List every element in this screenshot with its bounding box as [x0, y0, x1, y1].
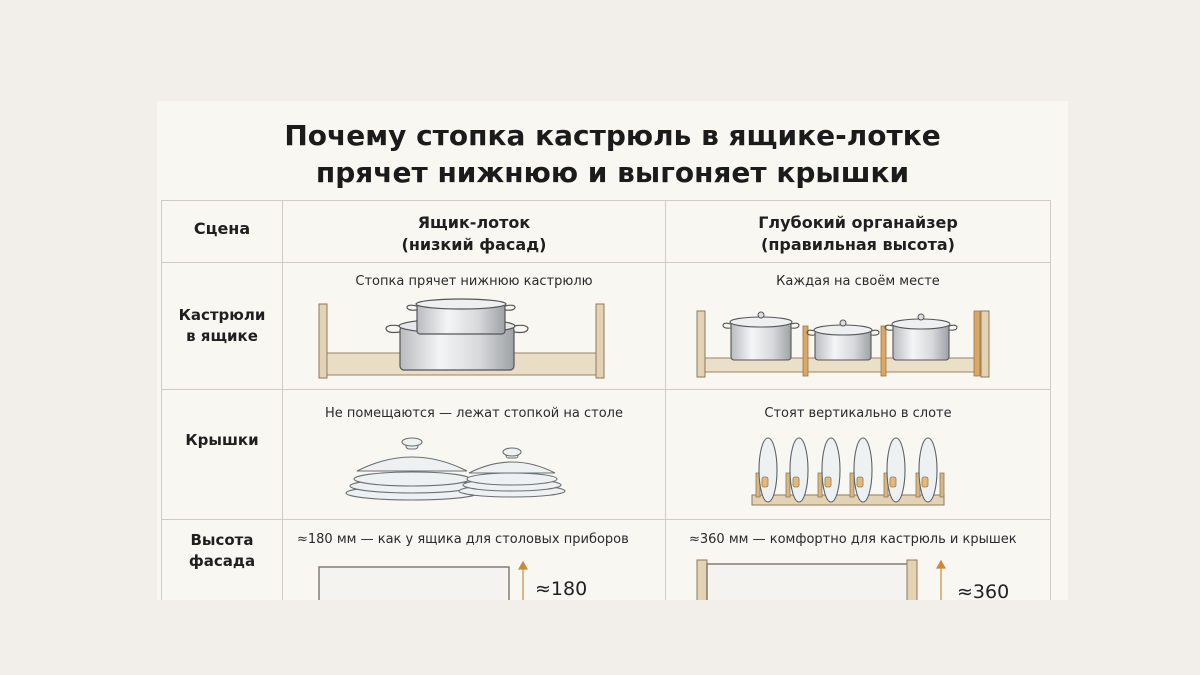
organizer-height-dimension: ≈360: [957, 581, 1010, 600]
organizer-divider-1: [802, 325, 809, 377]
row1-bottom-border: [161, 389, 1051, 390]
large-lid-stack-icon: [345, 437, 479, 501]
diagram-title: Почему стопка кастрюль в ящике-лотке пря…: [157, 117, 1068, 191]
header-col1: Ящик-лоток (низкий фасад): [283, 212, 665, 256]
organizer-divider-3: [973, 310, 981, 377]
caption-lids-organizer: Стоят вертикально в слоте: [764, 406, 952, 421]
tray-height-dimension: ≈180: [535, 578, 588, 600]
header-col2-line2: (правильная высота): [761, 235, 955, 254]
tray-front-panel: [318, 566, 510, 600]
organizer-pot-1-icon: [722, 311, 800, 361]
header-col2-line1: Глубокий органайзер: [758, 213, 958, 232]
row2-bottom-border: [161, 519, 1051, 520]
lid-knob-icons: [761, 476, 929, 488]
column-divider-1: [282, 200, 283, 600]
diagram-card: Почему стопка кастрюль в ящике-лотке пря…: [157, 101, 1068, 600]
organizer-pots-illustration: [696, 310, 990, 378]
title-line-2: прячет нижнюю и выгоняет крышки: [315, 156, 910, 189]
row-label-pots-line2: в ящике: [186, 327, 258, 345]
caption-pots-organizer: Каждая на своём месте: [776, 274, 940, 289]
header-col2: Глубокий органайзер (правильная высота): [666, 212, 1050, 256]
top-pot-icon: [406, 298, 516, 335]
table-top-border: [161, 200, 1051, 201]
row-label-pots-line1: Кастрюли: [178, 306, 266, 324]
organizer-divider-2: [880, 325, 887, 377]
lid-rack-slot-icons: [755, 472, 945, 498]
row-label-front-height: Высота фасада: [162, 530, 282, 572]
row-label-lids: Крышки: [162, 430, 282, 451]
caption-pots-tray: Стопка прячет нижнюю кастрюлю: [355, 274, 593, 289]
vertical-lids-illustration: [751, 437, 945, 506]
organizer-left-post: [696, 559, 708, 600]
row-label-height-line2: фасада: [188, 552, 256, 570]
tray-height-illustration: [318, 560, 529, 600]
tray-right-wall: [595, 303, 605, 379]
small-lid-stack-icon: [458, 447, 566, 498]
header-bottom-border: [161, 262, 1051, 263]
row-label-height-line1: Высота: [190, 531, 254, 549]
organizer-height-illustration: [696, 559, 947, 600]
stacked-lids-illustration: [345, 437, 566, 501]
title-line-1: Почему стопка кастрюль в ящике-лотке: [284, 119, 941, 152]
lid-rack-base: [751, 494, 945, 506]
organizer-right-wall: [980, 310, 990, 378]
organizer-pot-2-icon: [806, 319, 880, 361]
caption-lids-tray: Не помещаются — лежат стопкой на столе: [325, 406, 623, 421]
row-label-pots: Кастрюли в ящике: [162, 305, 282, 347]
header-col1-line2: (низкий фасад): [401, 235, 547, 254]
row-label-lids-line1: Крышки: [185, 431, 259, 449]
organizer-height-arrow-icon: [935, 559, 947, 600]
organizer-left-wall: [696, 310, 706, 378]
organizer-right-post: [906, 559, 918, 600]
caption-height-organizer: ≈360 мм — комфортно для кастрюль и крыше…: [689, 532, 1017, 547]
caption-height-tray: ≈180 мм — как у ящика для столовых прибо…: [297, 532, 629, 547]
table-left-border: [161, 200, 162, 600]
tray-left-wall: [318, 303, 328, 379]
header-scene: Сцена: [162, 218, 282, 240]
tray-stacked-pots-illustration: [318, 298, 605, 379]
tray-height-arrow-icon: [517, 560, 529, 600]
organizer-front-panel: [706, 563, 912, 600]
header-scene-label: Сцена: [193, 219, 251, 238]
organizer-pot-3-icon: [884, 313, 958, 361]
column-divider-2: [665, 200, 666, 600]
table-right-border: [1050, 200, 1051, 600]
header-col1-line1: Ящик-лоток: [417, 213, 531, 232]
